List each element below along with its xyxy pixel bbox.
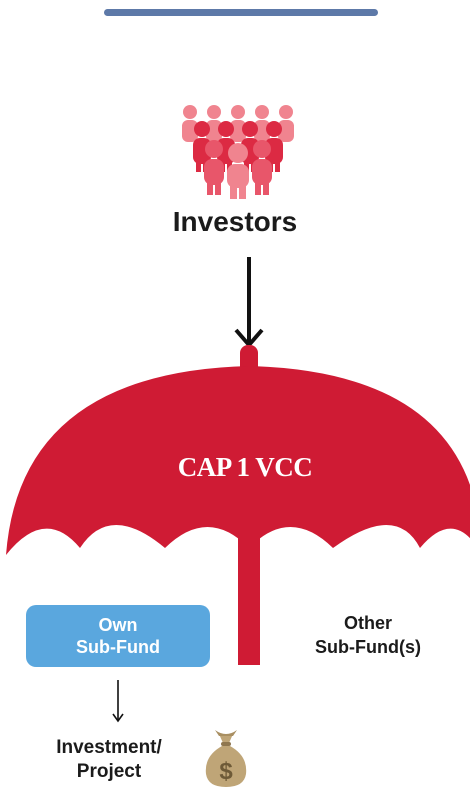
investors-label: Investors	[172, 206, 298, 237]
own-sub-fund-line1: Own	[98, 615, 138, 635]
sub-fund-arrow-icon	[112, 680, 124, 723]
other-sub-funds-line1: Other	[343, 613, 392, 633]
money-bag-icon: $	[205, 730, 247, 787]
investors-group-icon	[182, 105, 294, 199]
other-sub-funds-line2: Sub-Fund(s)	[315, 637, 421, 657]
umbrella-icon	[6, 345, 470, 665]
down-arrow-icon	[234, 257, 264, 347]
investment-project-label: Investment/ Project	[14, 736, 204, 784]
investment-line2: Project	[76, 761, 142, 782]
investment-line1: Investment/	[56, 737, 162, 758]
own-sub-fund-line2: Sub-Fund	[76, 637, 160, 657]
other-sub-funds-label: Other Sub-Fund(s)	[290, 611, 446, 659]
top-divider-bar	[104, 9, 378, 16]
own-sub-fund-box: Own Sub-Fund	[26, 605, 210, 667]
umbrella-title: CAP 1 VCC	[177, 452, 313, 482]
svg-text:$: $	[219, 758, 233, 785]
